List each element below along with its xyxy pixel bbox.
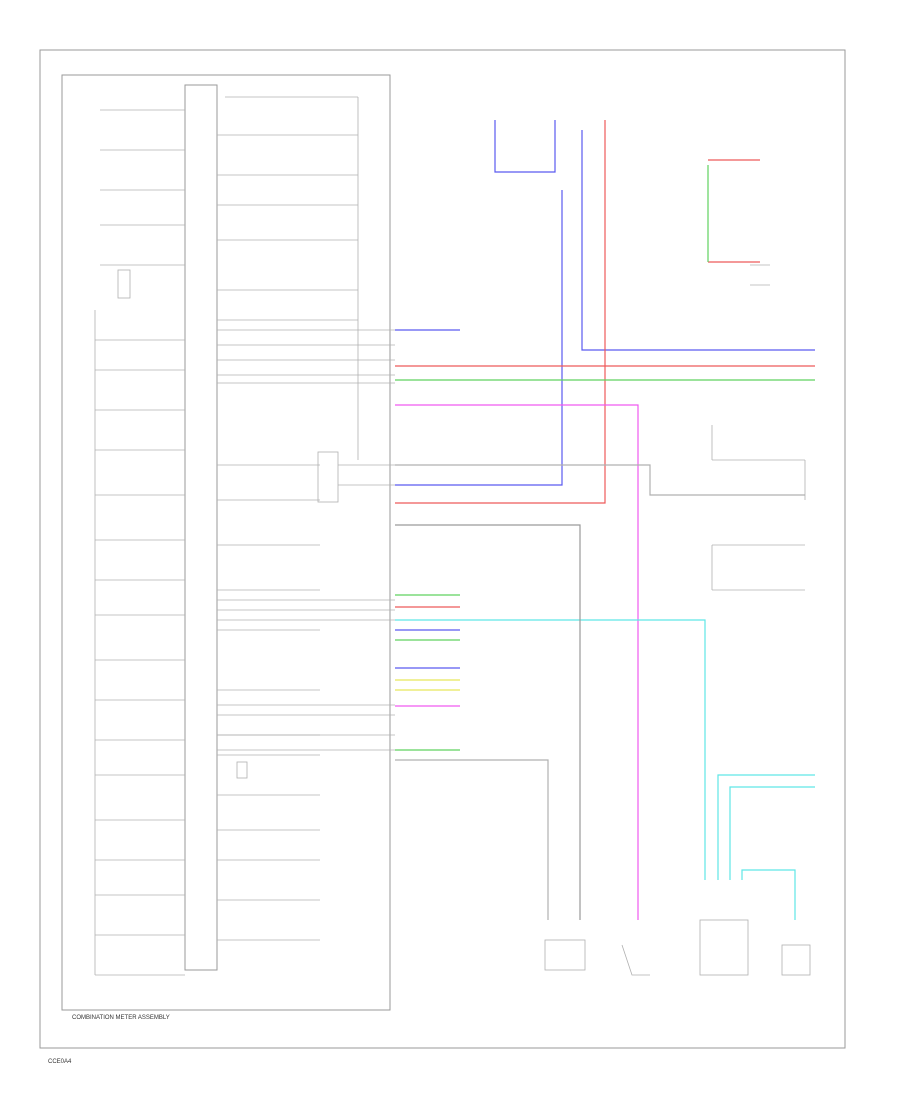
tire-pressure-receiver <box>781 944 811 976</box>
relay-box <box>317 451 339 503</box>
abs-actuator <box>699 919 749 976</box>
wire-red-1 <box>395 120 606 504</box>
speedometer-box <box>117 269 131 299</box>
bottom-sensors <box>544 919 811 976</box>
brake-switch <box>621 944 650 976</box>
page-frame <box>39 49 846 1049</box>
left-gauge-stack <box>94 109 185 976</box>
right-indicator-stack <box>217 134 358 941</box>
wire-harness <box>395 120 815 920</box>
wire-magenta-1 <box>395 404 639 920</box>
meter-assembly-outline <box>61 74 391 1011</box>
wire-blue-2 <box>395 190 563 486</box>
footer-code: CCE0A4 <box>48 1059 72 1065</box>
meter-bus <box>184 84 218 971</box>
right-components <box>711 264 806 591</box>
wire-blue-loop <box>494 120 556 173</box>
fuel-sender <box>544 939 586 971</box>
diagram-caption: COMBINATION METER ASSEMBLY <box>72 1015 170 1021</box>
wire-cyan-1 <box>395 619 706 880</box>
connector-pins <box>217 329 395 751</box>
